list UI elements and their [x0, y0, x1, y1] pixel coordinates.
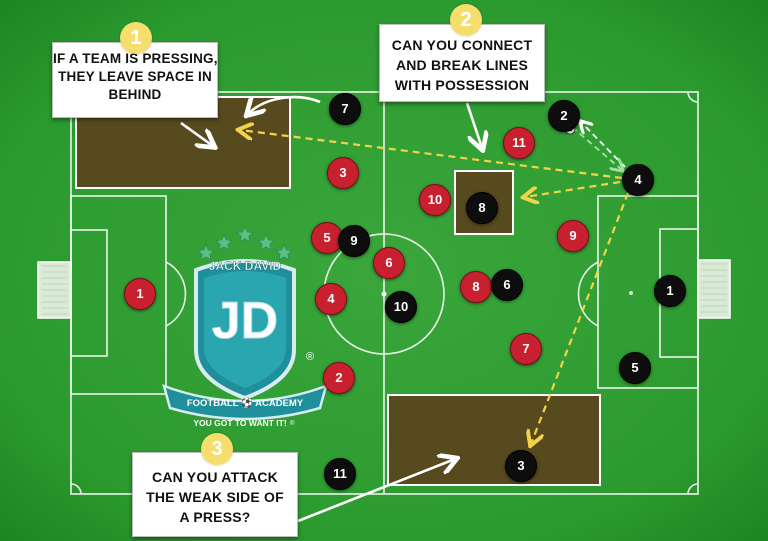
red-player-3: 3 [327, 157, 359, 189]
callout-3-number: 3 [201, 433, 233, 465]
red-player-11: 11 [503, 127, 535, 159]
red-player-4: 4 [315, 283, 347, 315]
black-player-6: 6 [491, 269, 523, 301]
red-player-7: 7 [510, 333, 542, 365]
return-arrow-to-4 [571, 126, 622, 170]
pass-arrows [240, 122, 630, 444]
black-player-3: 3 [505, 450, 537, 482]
callout-2: CAN YOU CONNECT AND BREAK LINES WITH POS… [379, 24, 545, 102]
left-goal [37, 261, 72, 319]
corner-arc-tr [687, 91, 699, 103]
black-player-4: 4 [622, 164, 654, 196]
logo-banner-text: FOOTBALL ⚽ ACADEMY [187, 397, 304, 409]
black-player-1: 1 [654, 275, 686, 307]
red-player-2: 2 [323, 362, 355, 394]
black-player-5: 5 [619, 352, 651, 384]
callout-1: IF A TEAM IS PRESSING, THEY LEAVE SPACE … [52, 42, 218, 118]
black-player-7: 7 [329, 93, 361, 125]
black-player-11: 11 [324, 458, 356, 490]
pass-arrow-to-back-space [240, 130, 623, 180]
callout-1-line-1: IF A TEAM IS PRESSING, [53, 51, 218, 66]
pass-arrow-to-weak-side [531, 192, 630, 444]
callout-2-line-2: AND BREAK LINES [395, 57, 529, 73]
red-player-10: 10 [419, 184, 451, 216]
right-penalty-arc [577, 261, 599, 327]
space-zone-bottom [387, 394, 601, 486]
callout-3-line-2: THE WEAK SIDE OF [146, 489, 284, 505]
black-player-9: 9 [338, 225, 370, 257]
pointer-callout-3 [297, 459, 455, 523]
logo-banner [162, 383, 328, 421]
right-goal [697, 259, 731, 319]
pointer-callout-2 [465, 102, 482, 148]
callout-1-number: 1 [120, 22, 152, 54]
red-player-9: 9 [557, 220, 589, 252]
logo-tagline-mark: ® [290, 420, 295, 427]
run-arrow-black-7 [248, 97, 321, 114]
callout-pointers [180, 97, 482, 523]
callout-3: CAN YOU ATTACK THE WEAK SIDE OF A PRESS? [132, 452, 298, 537]
logo-registered-mark: ® [306, 351, 314, 363]
pass-arrow-to-center [525, 180, 621, 197]
callout-1-line-3: BEHIND [108, 87, 162, 102]
red-player-6: 6 [373, 247, 405, 279]
pointer-callout-1 [180, 121, 213, 146]
red-player-8: 8 [460, 271, 492, 303]
black-player-8: 8 [466, 192, 498, 224]
callout-3-line-3: A PRESS? [179, 509, 251, 525]
right-penalty-spot [629, 291, 633, 295]
logo-stars [197, 226, 293, 261]
red-player-1: 1 [124, 278, 156, 310]
corner-arc-bl [70, 483, 82, 495]
logo-top-text: JACK DAVID [209, 259, 282, 273]
callout-2-line-3: WITH POSSESSION [394, 77, 530, 93]
red-player-5: 5 [311, 222, 343, 254]
logo-monogram: JD [212, 292, 278, 350]
centre-spot [381, 291, 387, 297]
academy-logo: JACK DAVID JD ® FOOTBALL ⚽ ACADEMY YOU G… [162, 226, 328, 428]
logo-tagline: YOU GOT TO WANT IT! [193, 418, 287, 428]
callout-1-line-2: THEY LEAVE SPACE IN [58, 69, 212, 84]
left-penalty-arc [165, 261, 187, 327]
corner-arc-br [687, 483, 699, 495]
callout-3-line-1: CAN YOU ATTACK [152, 469, 278, 485]
black-player-2: 2 [548, 100, 580, 132]
callout-2-number: 2 [450, 4, 482, 36]
black-player-10: 10 [385, 291, 417, 323]
callout-2-line-1: CAN YOU CONNECT [391, 37, 533, 53]
